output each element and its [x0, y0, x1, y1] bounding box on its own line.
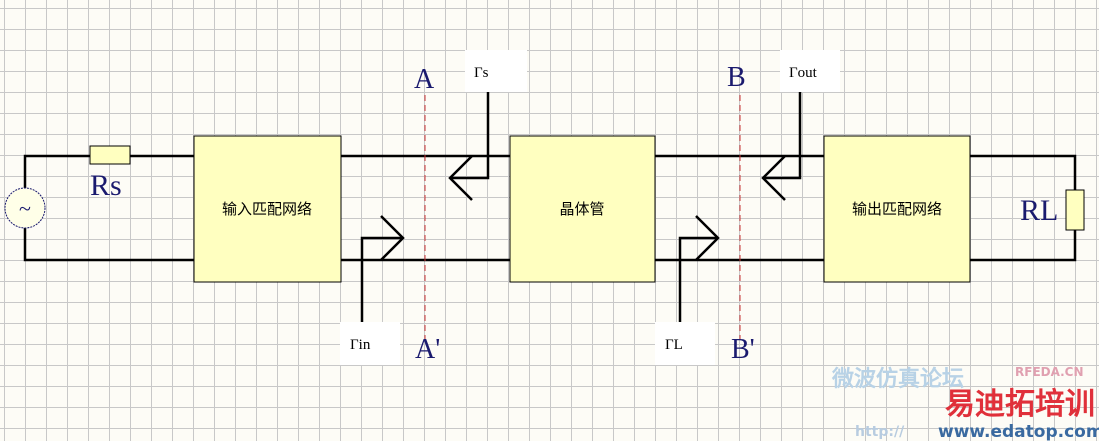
plane-a-label: A	[414, 64, 435, 95]
transistor-label: 晶体管	[559, 200, 604, 218]
input-matching-network-label: 输入匹配网络	[222, 200, 312, 218]
gamma-in-arrow: Γin	[340, 215, 405, 365]
gamma-out-arrow: Γout	[761, 50, 840, 201]
watermark-url: www.edatop.com	[938, 422, 1099, 441]
watermark-faded: 微波仿真论坛	[831, 366, 964, 392]
output-matching-network-label: 输出匹配网络	[852, 200, 942, 218]
gamma-l-label: ΓL	[665, 337, 683, 353]
transistor-block	[509, 135, 656, 283]
gamma-s-label: Γs	[474, 65, 489, 81]
load-resistor-rl	[1065, 189, 1085, 231]
gamma-in-label: Γin	[350, 337, 371, 353]
output-matching-network-block	[823, 135, 971, 283]
watermark: RFEDA.CN 微波仿真论坛 易迪拓培训 http:// www.edatop…	[831, 365, 1099, 441]
gamma-out-label: Γout	[789, 65, 818, 81]
gamma-s-arrow: Γs	[448, 50, 527, 201]
rs-label: Rs	[90, 169, 122, 202]
rl-label: RL	[1020, 194, 1058, 227]
gamma-l-arrow: ΓL	[655, 215, 720, 365]
source-resistor-rs	[89, 145, 131, 165]
plane-a-prime-label: A'	[415, 334, 440, 365]
watermark-faded-url: http://	[855, 424, 905, 440]
ac-source: ~	[4, 187, 46, 229]
input-matching-network-block	[193, 135, 342, 283]
plane-b-label: B	[727, 62, 746, 93]
source-symbol: ~	[19, 196, 31, 221]
watermark-title: 易迪拓培训	[945, 387, 1095, 422]
watermark-site: RFEDA.CN	[1015, 365, 1084, 379]
plane-b-prime-label: B'	[731, 334, 755, 365]
